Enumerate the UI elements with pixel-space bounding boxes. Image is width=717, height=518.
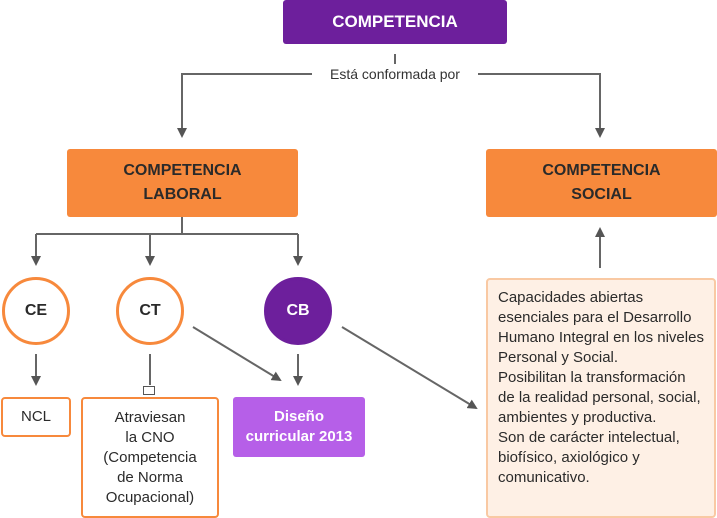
arrow-cb-to-description	[341, 326, 478, 410]
ct-leaf-line: Atraviesan	[114, 408, 186, 426]
laboral-line2: LABORAL	[143, 186, 222, 203]
ce-circle: CE	[2, 277, 70, 345]
ct-circle: CT	[116, 277, 184, 345]
ct-leaf-box: Atraviesan la CNO (Competencia de Norma …	[81, 397, 219, 518]
arrow-ct-to-diseno	[192, 326, 282, 382]
arrow-to-laboral	[177, 73, 312, 138]
ncl-label: NCL	[20, 408, 51, 425]
description-box: Capacidades abiertas esenciales para el …	[486, 278, 716, 518]
connector-square	[143, 386, 155, 395]
diseno-line: curricular 2013	[245, 428, 353, 445]
competencia-root-box: COMPETENCIA	[283, 0, 507, 44]
diseno-curricular-box: Diseño curricular 2013	[233, 397, 365, 457]
laboral-branch-line	[36, 217, 183, 235]
description-paragraph-2: Posibilitan la transformación de la real…	[498, 369, 701, 426]
social-line2: SOCIAL	[571, 186, 632, 203]
diseno-line: Diseño	[273, 408, 324, 425]
ce-label: CE	[24, 302, 48, 319]
ct-label: CT	[139, 302, 161, 319]
description-paragraph-1: Capacidades abiertas esenciales para el …	[498, 289, 704, 366]
laboral-line1: COMPETENCIA	[123, 162, 242, 179]
ct-leaf-line: de Norma	[117, 468, 183, 486]
arrow-to-social	[478, 73, 605, 138]
cb-label: CB	[286, 302, 310, 319]
ct-leaf-line: Ocupacional)	[105, 488, 195, 506]
ncl-box: NCL	[1, 397, 71, 437]
social-line1: COMPETENCIA	[542, 162, 661, 179]
ct-leaf-line: la CNO	[125, 428, 175, 446]
connector-label: Está conformada por	[312, 64, 478, 84]
competencia-laboral-box: COMPETENCIA LABORAL	[67, 149, 298, 217]
competencia-root-label: COMPETENCIA	[332, 12, 458, 31]
ct-leaf-line: (Competencia	[103, 448, 197, 466]
description-paragraph-3: Son de carácter intelectual, biofísico, …	[498, 429, 680, 486]
competencia-social-box: COMPETENCIA SOCIAL	[486, 149, 717, 217]
cb-circle: CB	[264, 277, 332, 345]
